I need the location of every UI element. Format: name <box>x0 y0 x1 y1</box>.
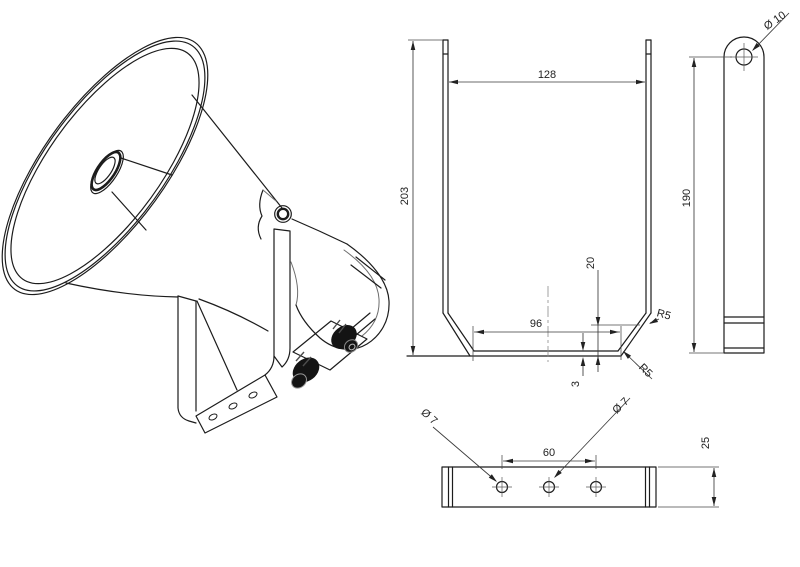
side-outline <box>723 36 765 354</box>
front-dimensions: 128 203 96 20 3 <box>399 39 672 387</box>
dim-base-96: 96 <box>530 318 542 330</box>
speaker-isometric-view <box>0 0 390 434</box>
bracket-strap-near <box>257 189 291 376</box>
bracket-front-view: 128 203 96 20 3 <box>399 39 672 387</box>
horn-throat <box>86 144 173 231</box>
horn-cone <box>65 94 348 391</box>
bracket-bottom-view: 60 Ø 7 Ø 7 25 <box>418 396 719 508</box>
cable-gland-right <box>331 319 359 353</box>
dim-spacing-60: 60 <box>543 447 555 459</box>
base-hole <box>228 402 238 410</box>
horn-bell <box>0 0 239 335</box>
dim-bend-20: 20 <box>585 257 597 269</box>
dim-radius-upper: R5 <box>655 307 672 322</box>
front-outline <box>406 39 652 362</box>
dim-hole-dia7-left: Ø 7 <box>418 407 439 428</box>
base-hole <box>248 391 258 399</box>
dim-radius-lower: R5 <box>636 361 654 379</box>
cable-gland-left <box>291 351 320 389</box>
side-dimensions: 190 Ø 10 <box>681 9 790 354</box>
dim-depth-25: 25 <box>700 437 712 449</box>
base-hole <box>208 413 218 421</box>
dim-height-203: 203 <box>399 187 411 205</box>
bracket-base-plate <box>195 374 278 434</box>
driver-housing <box>295 243 390 350</box>
bracket-side-view: 190 Ø 10 <box>681 9 790 354</box>
dim-thickness-3: 3 <box>570 381 582 387</box>
dim-hole-dia10: Ø 10 <box>762 9 788 33</box>
dim-height-190: 190 <box>681 189 693 207</box>
bracket-strap-far <box>177 295 197 424</box>
bottom-outline <box>441 466 657 508</box>
dim-width-128: 128 <box>538 69 556 81</box>
pivot-knob <box>274 205 292 223</box>
bottom-dimensions: 60 Ø 7 Ø 7 25 <box>418 396 719 508</box>
dim-hole-dia7-right: Ø 7 <box>610 396 631 417</box>
